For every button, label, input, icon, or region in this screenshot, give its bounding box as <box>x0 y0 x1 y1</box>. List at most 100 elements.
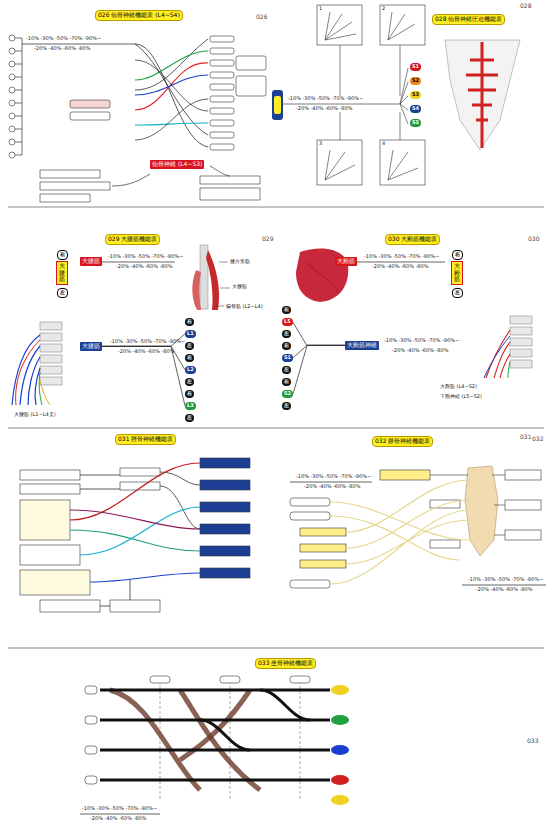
node-text: 030 大殿筋機能表 <box>388 236 437 243</box>
side-badge: 右 <box>185 390 194 398</box>
node-text: 032 腓骨神経機能表 <box>375 438 430 445</box>
scale-text: -20% -40% -60% -80% <box>90 816 146 822</box>
side-badge: 右 <box>282 342 291 350</box>
node-text: 大殿筋 <box>454 263 460 283</box>
scale-text: -10% -30% -50% -70% -90%~ <box>384 338 459 344</box>
title-box: 026 仙骨神経機能表 (L4~S4) <box>95 10 183 21</box>
title-box: 028 仙骨神経圧迫機能表 <box>432 14 505 25</box>
node-text: S5 <box>412 120 419 126</box>
node-text: 大殿筋神経 <box>347 342 377 349</box>
scale-text: -20% -40% -60% -80% <box>304 484 360 490</box>
node-text: S3 <box>412 92 419 98</box>
panel-number: 031 <box>520 434 531 441</box>
node-text: 026 仙骨神経機能表 (L4~S4) <box>98 12 180 19</box>
segment-badge: L5 <box>282 318 293 326</box>
side-badge: 左 <box>452 288 463 298</box>
node-text: 左 <box>187 415 192 421</box>
node-text: 左 <box>187 379 192 385</box>
scale-text: -20% -40% -60% -80% <box>34 46 90 52</box>
node-text: 左 <box>187 343 192 349</box>
part-label: 1 <box>319 6 322 12</box>
node-text: 右 <box>187 391 192 397</box>
title-box: 030 大殿筋機能表 <box>385 234 440 245</box>
node-text: 左 <box>284 367 289 373</box>
segment-badge: L3 <box>185 402 196 410</box>
node-text: 右 <box>455 252 460 258</box>
side-badge: 左 <box>282 330 291 338</box>
panel-number: 030 <box>528 236 539 243</box>
segment-badge: S2 <box>410 77 421 85</box>
panel-number: 029 <box>262 236 273 243</box>
connector <box>102 346 185 405</box>
node-text: S1 <box>412 64 419 70</box>
node-text: S2 <box>412 78 419 84</box>
node-text: 仙骨神経 (L4~S3) <box>152 161 202 168</box>
node-text: L1 <box>187 331 194 337</box>
nerve-box: 大殿筋神経 <box>345 341 379 350</box>
muscle-band: 大腰筋 <box>56 261 68 285</box>
node-text: 右 <box>187 355 192 361</box>
side-badge: 左 <box>185 378 194 386</box>
node-text: S4 <box>412 106 419 112</box>
nerve-box: 大腰筋 <box>80 342 102 351</box>
node-text: 031 脛骨神経機能表 <box>118 436 173 443</box>
scale-text: -10% -30% -50% -70% -90%~ <box>82 806 157 812</box>
title-box: 029 大腰筋機能表 <box>105 234 160 245</box>
part-label: 下殿神経 (L5~S2) <box>440 394 482 400</box>
title-box: 033 坐骨神経機能表 <box>255 658 316 669</box>
connector <box>293 322 345 346</box>
part-label: 大殿筋 (L4~S2) <box>440 384 477 390</box>
side-badge: 右 <box>185 354 194 362</box>
side-badge: 右 <box>452 250 463 260</box>
node-text: 右 <box>187 319 192 325</box>
panel-number: 028 <box>520 3 531 10</box>
side-badge: 左 <box>185 342 194 350</box>
part-label: 3 <box>319 141 322 147</box>
panel-number: 032 <box>532 436 543 443</box>
scale-text: -20% -40% -60% -80% <box>372 264 428 270</box>
connector <box>102 334 185 347</box>
title-box: 032 腓骨神経機能表 <box>372 436 433 447</box>
scale-text: -10% -30% -50% -70% -90%~ <box>108 254 183 260</box>
scale-text: -10% -30% -50% -70% -90%~ <box>296 474 371 480</box>
scale-text: -20% -40% -60% -80% <box>116 264 172 270</box>
node-text: L5 <box>284 319 291 325</box>
node-text: 左 <box>284 403 289 409</box>
part-label: 腸骨筋 (L2~L4) <box>226 304 263 310</box>
muscle-box: 大殿筋 <box>335 257 357 266</box>
node-text: L2 <box>187 367 194 373</box>
side-badge: 右 <box>57 250 68 260</box>
segment-badge: S1 <box>410 63 421 71</box>
side-badge: 左 <box>185 414 194 422</box>
segment-badge: S4 <box>410 105 421 113</box>
scale-text: -10% -30% -50% -70% -90%~ <box>288 96 363 102</box>
side-badge: 右 <box>282 306 291 314</box>
side-badge: 右 <box>185 318 194 326</box>
segment-badge: L2 <box>185 366 196 374</box>
node-text: 右 <box>60 252 65 258</box>
node-text: 右 <box>284 343 289 349</box>
part-label: 2 <box>382 6 385 12</box>
part-label: 腰方形筋 <box>230 259 250 265</box>
scale-text: -10% -30% -50% -70% -90%~ <box>364 254 439 260</box>
node-text: 右 <box>284 307 289 313</box>
node-text: 大腰筋 <box>82 343 100 350</box>
node-text: 大腰筋 <box>82 258 100 265</box>
scale-text: -20% -40% -60% -80% <box>476 587 532 593</box>
node-text: 大腰筋 <box>59 263 65 283</box>
node-text: 左 <box>60 290 65 296</box>
node-text: 右 <box>284 379 289 385</box>
side-badge: 左 <box>57 288 68 298</box>
side-badge: 左 <box>282 402 291 410</box>
part-label: 大腰筋 (L1~L4支) <box>14 412 56 418</box>
segment-badge: S5 <box>410 119 421 127</box>
node-text: 028 仙骨神経圧迫機能表 <box>435 16 502 23</box>
connector <box>293 345 345 393</box>
segment-badge: S1 <box>282 354 293 362</box>
node-text: 033 坐骨神経機能表 <box>258 660 313 667</box>
muscle-band: 大殿筋 <box>451 261 463 285</box>
segment-badge: S2 <box>282 390 293 398</box>
